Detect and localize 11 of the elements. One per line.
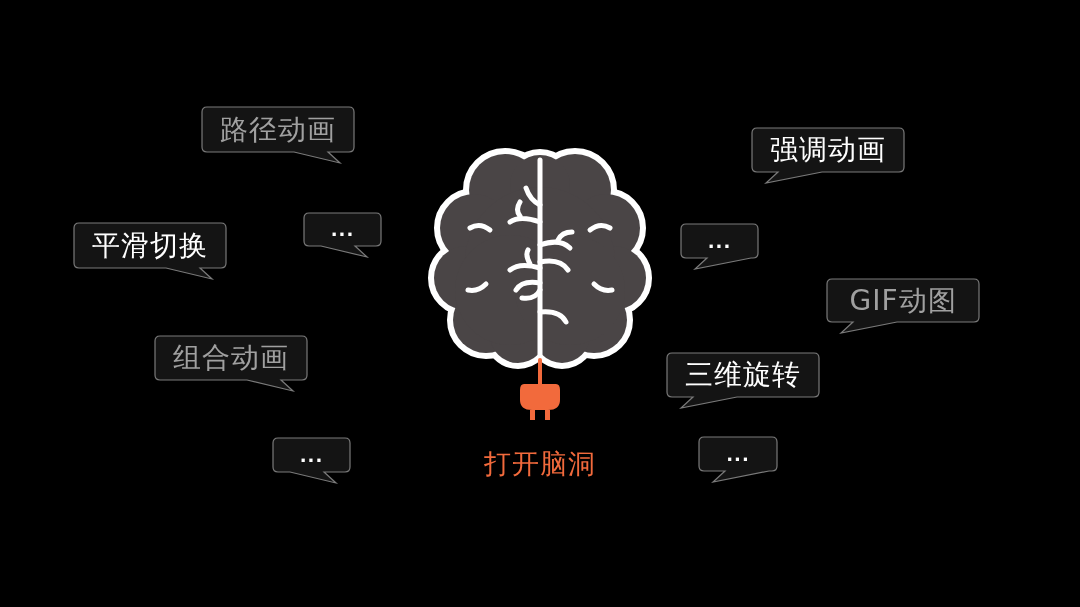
speech-bubble: 三维旋转 xyxy=(667,353,819,408)
caption-text: 打开脑洞 xyxy=(483,447,597,481)
speech-bubble: ... xyxy=(304,213,381,257)
speech-bubble: 强调动画 xyxy=(752,128,904,183)
speech-bubble: GIF动图 xyxy=(827,279,979,333)
speech-bubble: 组合动画 xyxy=(155,336,307,391)
speech-bubble: 路径动画 xyxy=(202,107,354,163)
speech-bubble: 平滑切换 xyxy=(74,223,226,279)
speech-bubble: ... xyxy=(681,224,758,269)
speech-bubble: ... xyxy=(699,437,777,482)
speech-bubble: ... xyxy=(273,438,350,483)
